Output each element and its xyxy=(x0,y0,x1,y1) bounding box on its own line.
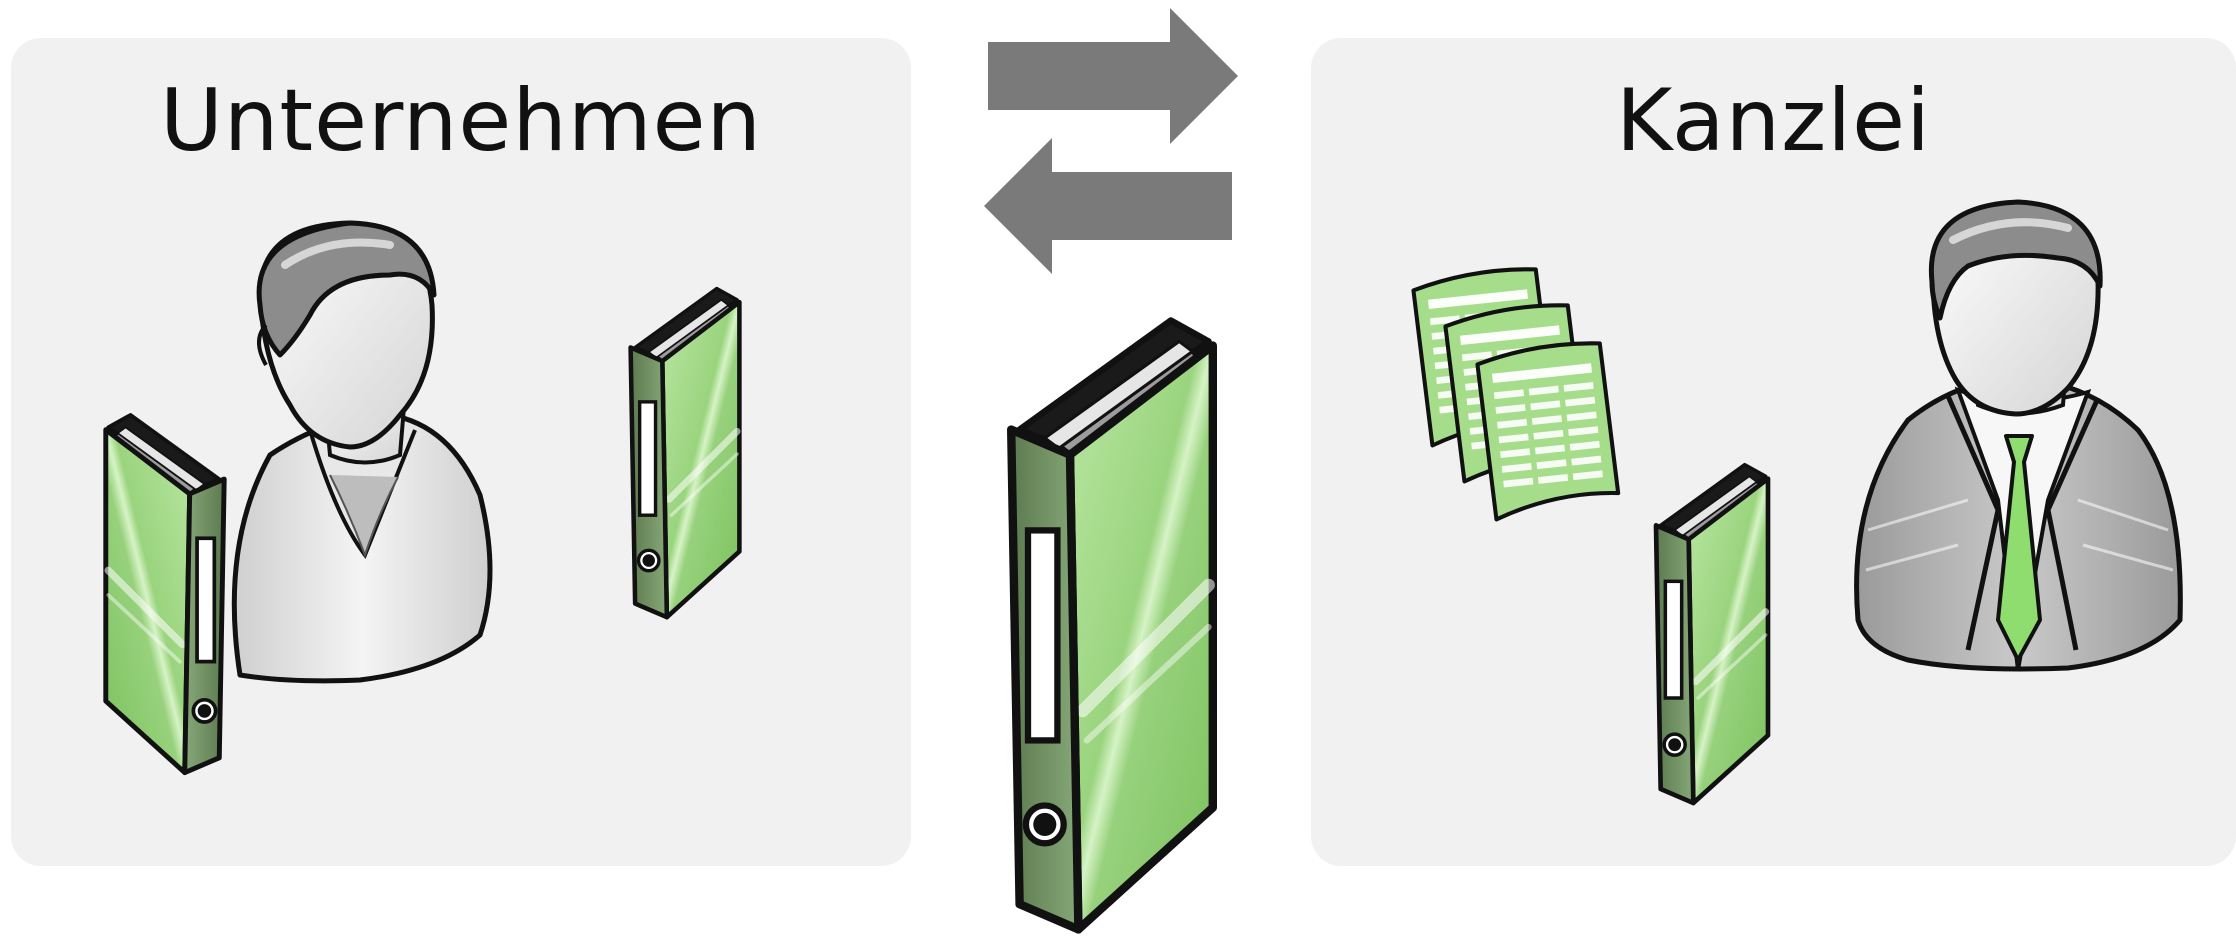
binder-icon xyxy=(604,284,766,624)
spreadsheet-documents-icon xyxy=(1405,260,1645,550)
binder-icon xyxy=(60,410,270,780)
company-title: Unternehmen xyxy=(159,71,763,171)
person-icon xyxy=(231,220,493,684)
binder-icon xyxy=(1628,460,1796,810)
arrow-left-icon xyxy=(984,138,1232,274)
binder-icon xyxy=(962,312,1262,942)
arrow-right-icon xyxy=(988,8,1238,144)
businessman-icon xyxy=(1854,199,2183,672)
exchange-arrows xyxy=(984,8,1238,274)
firm-title: Kanzlei xyxy=(1616,71,1931,171)
